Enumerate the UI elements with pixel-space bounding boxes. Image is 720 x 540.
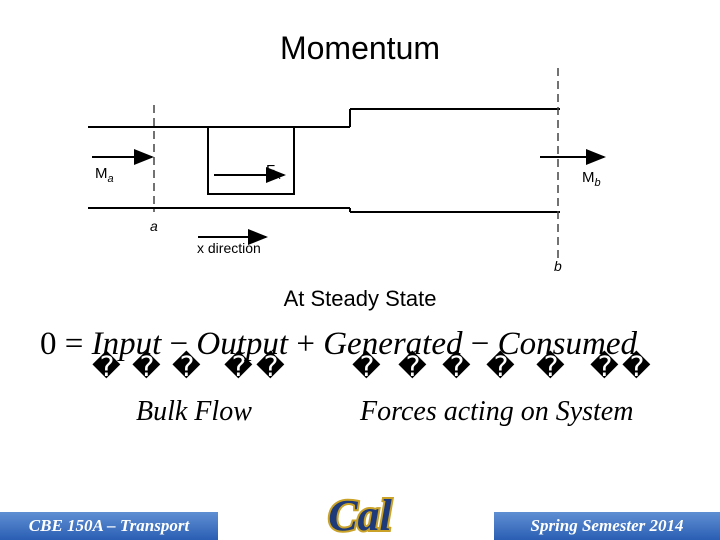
mb-label: Mb (582, 169, 601, 189)
eq-generated: Generated (323, 326, 463, 362)
svg-text:Cal: Cal (328, 491, 392, 540)
glyph: � (224, 350, 253, 383)
eq-minus-2: − (462, 326, 498, 362)
glyph: � (172, 350, 201, 383)
semester-footer: Spring Semester 2014 (494, 512, 720, 540)
glyph: � (352, 350, 381, 383)
eq-minus-1: − (161, 326, 197, 362)
glyph: � (256, 350, 285, 383)
a-label: a (150, 218, 158, 234)
eq-output: Output (196, 326, 289, 362)
eq-plus: + (288, 326, 324, 362)
glyph: � (622, 350, 651, 383)
bulk-flow-label: Bulk Flow (136, 396, 252, 427)
eq-input: Input (91, 326, 162, 362)
flow-diagram: Ma Fx Mb a b x direction (88, 68, 606, 274)
forces-label: Forces acting on System (360, 396, 634, 427)
b-label: b (554, 258, 562, 274)
glyph: � (536, 350, 565, 383)
glyph: � (486, 350, 515, 383)
glyph: � (442, 350, 471, 383)
eq-zero: 0 = (40, 326, 92, 362)
underbrace-glyphs: � � � � � � � � � � � � (0, 350, 720, 390)
svg-text:Cal: Cal (328, 491, 392, 540)
balance-equation: 0 = Input − Output + Generated − Consume… (40, 326, 637, 363)
glyph: � (92, 350, 121, 383)
glyph: � (132, 350, 161, 383)
x-direction-label: x direction (197, 240, 261, 256)
course-footer: CBE 150A – Transport (0, 512, 218, 540)
steady-state-label: At Steady State (283, 286, 437, 311)
fx-label: Fx (266, 162, 281, 182)
glyph: � (590, 350, 619, 383)
ma-label: Ma (95, 165, 114, 185)
slide-title: Momentum (279, 30, 441, 66)
eq-consumed: Consumed (497, 326, 637, 362)
cal-logo: Cal Cal (326, 489, 394, 540)
glyph: � (398, 350, 427, 383)
